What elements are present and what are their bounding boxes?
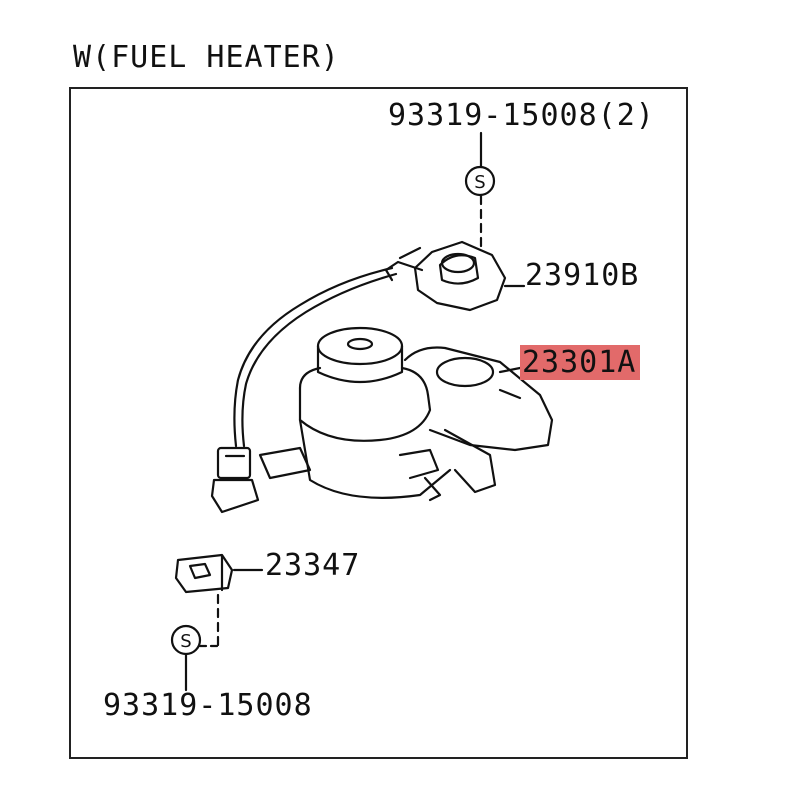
part-label-sensor[interactable]: 23910B (525, 258, 640, 293)
diagram-frame (69, 87, 688, 759)
leader-housing (498, 366, 522, 374)
filter-housing-part-icon (258, 326, 554, 502)
part-label-filter-housing-highlighted[interactable]: 23301A (520, 345, 641, 380)
connector-icon (210, 446, 260, 514)
part-label-bolt-top[interactable]: 93319-15008(2) (388, 98, 655, 133)
part-label-bolt-bottom[interactable]: 93319-15008 (103, 688, 313, 723)
part-label-clamp[interactable]: 23347 (265, 548, 361, 583)
sensor-part-icon (384, 240, 507, 312)
svg-text:S: S (474, 172, 485, 193)
wire-harness (233, 266, 394, 448)
screw-symbol-bottom-icon: S (170, 624, 202, 656)
svg-text:S: S (180, 631, 191, 652)
diagram-title: W(FUEL HEATER) (73, 40, 340, 75)
screw-symbol-top-icon: S (464, 165, 496, 197)
clamp-part-icon (174, 553, 234, 594)
